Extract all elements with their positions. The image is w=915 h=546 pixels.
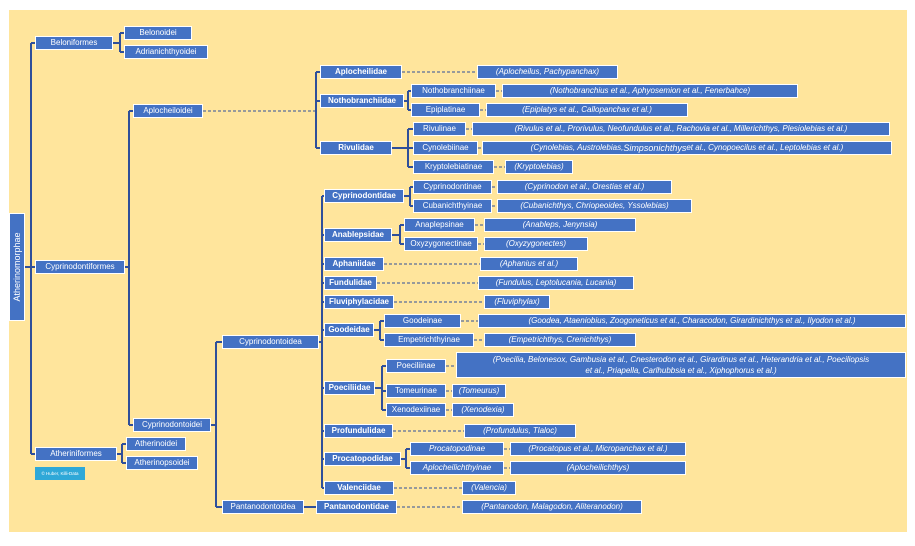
genera-kryptolebiatinae: (Kryptolebias) — [505, 160, 573, 174]
family-profundulidae: Profundulidae — [324, 424, 393, 438]
copyright-label: © Huber, Killi-Data — [35, 467, 85, 480]
suborder-aplocheiloidei: Aplocheiloidei — [133, 104, 203, 118]
family-anablepsidae: Anablepsidae — [324, 228, 392, 242]
family-rivulidae: Rivulidae — [320, 141, 392, 155]
subfamily-empetrichthyinae: Empetrichthyinae — [384, 333, 474, 347]
suborder-atherinopsoidei: Atherinopsoidei — [126, 456, 198, 470]
genera-aplocheilichthyinae: (Aplocheilichthys) — [510, 461, 686, 475]
family-procatopodidae: Procatopodidae — [324, 452, 401, 466]
genera-profundulidae: (Profundulus, Tlaloc) — [464, 424, 576, 438]
family-fluviphylacidae: Fluviphylacidae — [324, 295, 394, 309]
suborder-belonoidei: Belonoidei — [124, 26, 192, 40]
family-cyprinodontidae: Cyprinodontidae — [324, 189, 404, 203]
subfamily-nothobranchiinae: Nothobranchiinae — [411, 84, 496, 98]
genera-xenodexiinae: (Xenodexia) — [452, 403, 514, 417]
order-beloniformes: Beloniformes — [35, 36, 113, 50]
subfamily-poeciliinae: Poeciliinae — [386, 359, 446, 373]
subfamily-kryptolebiatinae: Kryptolebiatinae — [413, 160, 494, 174]
superfamily-cyprinodontoidea: Cyprinodontoidea — [222, 335, 319, 349]
subfamily-cyprinodontinae: Cyprinodontinae — [413, 180, 492, 194]
genera-pantanodontidae: (Pantanodon, Malagodon, Aliteranodon) — [462, 500, 642, 514]
family-aplocheilidae: Aplocheilidae — [320, 65, 402, 79]
subfamily-anaplepsinae: Anaplepsinae — [404, 218, 475, 232]
suborder-atherinoidei: Atherinoidei — [126, 437, 186, 451]
genera-goodeinae: (Goodea, Ataeniobius, Zoogoneticus et al… — [478, 314, 906, 328]
genera-aplocheilidae: (Aplocheilus, Pachypanchax) — [477, 65, 618, 79]
subfamily-rivulinae: Rivulinae — [413, 122, 466, 136]
subfamily-cubanichthyinae: Cubanichthyinae — [413, 199, 492, 213]
genera-rivulinae: (Rivulus et al., Prorivulus, Neofundulus… — [472, 122, 890, 136]
genera-cubanichthyinae: (Cubanichthys, Chriopeoides, Yssolebias) — [497, 199, 692, 213]
root-atherinomorphae: Atherinomorphae — [9, 213, 25, 321]
family-valenciidae: Valenciidae — [324, 481, 394, 495]
genera-anaplepsinae: (Anableps, Jenynsia) — [484, 218, 636, 232]
genera-fluviphylacidae: (Fluviphylax) — [484, 295, 550, 309]
genera-aphaniidae: (Aphanius et al.) — [480, 257, 578, 271]
genera-fundulidae: (Fundulus, Leptolucania, Lucania) — [478, 276, 634, 290]
subfamily-tomeurinae: Tomeurinae — [386, 384, 446, 398]
genera-oxyzygonectinae: (Oxyzygonectes) — [484, 237, 588, 251]
subfamily-aplocheilichthyinae: Aplocheilichthyinae — [410, 461, 504, 475]
subfamily-epiplatinae: Epiplatinae — [411, 103, 480, 117]
genera-epiplatinae: (Epiplatys et al., Callopanchax et al.) — [486, 103, 688, 117]
superfamily-pantanodontoidea: Pantanodontoidea — [222, 500, 304, 514]
order-atheriniformes: Atheriniformes — [35, 447, 117, 461]
genera-procatopodinae: (Procatopus et al., Micropanchax et al.) — [510, 442, 686, 456]
family-goodeidae: Goodeidae — [324, 323, 374, 337]
subfamily-xenodexiinae: Xenodexiinae — [386, 403, 446, 417]
genera-valenciidae: (Valencia) — [462, 481, 516, 495]
subfamily-oxyzygonectinae: Oxyzygonectinae — [404, 237, 478, 251]
order-cyprinodontiformes: Cyprinodontiformes — [35, 260, 125, 274]
subfamily-procatopodinae: Procatopodinae — [410, 442, 504, 456]
genera-cyprinodontinae: (Cyprinodon et al., Orestias et al.) — [497, 180, 672, 194]
genera-tomeurinae: (Tomeurus) — [452, 384, 506, 398]
family-fundulidae: Fundulidae — [324, 276, 377, 290]
family-nothobranchiidae: Nothobranchiidae — [320, 94, 404, 108]
family-pantanodontidae: Pantanodontidae — [316, 500, 397, 514]
genera-nothobranchiinae: (Nothobranchius et al., Aphyosemion et a… — [502, 84, 798, 98]
family-aphaniidae: Aphaniidae — [324, 257, 384, 271]
genera-cynolebiinae: (Cynolebias, Austrolebias, Simpsonichthy… — [482, 141, 892, 155]
family-poeciliidae: Poeciliidae — [324, 381, 375, 395]
suborder-adrianichthyoidei: Adrianichthyoidei — [124, 45, 208, 59]
subfamily-goodeinae: Goodeinae — [384, 314, 461, 328]
genera-empetrichthyinae: (Empetrichthys, Crenichthys) — [484, 333, 636, 347]
suborder-cyprinodontoidei: Cyprinodontoidei — [133, 418, 211, 432]
genera-poeciliinae: (Poecilia, Belonesox, Gambusia et al., C… — [456, 352, 906, 378]
subfamily-cynolebiinae: Cynolebiinae — [413, 141, 478, 155]
